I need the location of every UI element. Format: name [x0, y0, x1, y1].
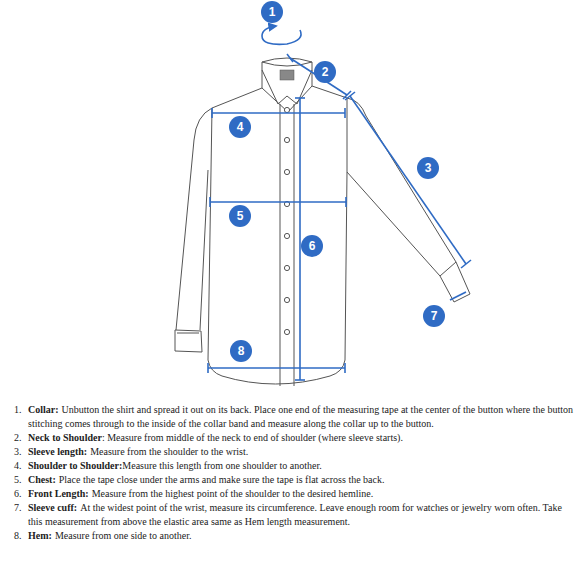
item-text: Sleeve length:Measure from the shoulder … — [28, 445, 574, 459]
callout-circle: 4 — [229, 116, 251, 138]
item-number: 2. — [14, 431, 28, 445]
item-description: Measure from one side to another. — [55, 530, 192, 541]
item-number: 3. — [14, 445, 28, 459]
item-description: : Measure from middle of the neck to end… — [102, 432, 403, 443]
callout-circle: 3 — [417, 157, 439, 179]
item-term: Sleeve cuff: — [28, 502, 77, 513]
item-number: 6. — [14, 487, 28, 501]
shirt-button — [284, 329, 289, 334]
callout-number: 8 — [238, 344, 245, 358]
item-term: Shoulder to Shoulder: — [28, 460, 122, 471]
item-term: Hem: — [28, 530, 52, 541]
callout-circle: 2 — [314, 61, 336, 83]
callout-number: 3 — [425, 161, 432, 175]
item-description: Measure this length from one shoulder to… — [122, 460, 321, 471]
item-number: 5. — [14, 473, 28, 487]
shirt-button — [284, 107, 289, 112]
item-text: Front Length:Measure from the highest po… — [28, 487, 574, 501]
callout-number: 6 — [309, 239, 316, 253]
shirt-button — [284, 137, 289, 142]
shirt-button — [284, 297, 289, 302]
item-description: At the widest point of the wrist, measur… — [28, 502, 562, 527]
callout-circle: 6 — [301, 235, 323, 257]
item-term: Collar: — [28, 404, 59, 415]
item-number: 7. — [14, 501, 28, 529]
callout-circle: 7 — [423, 305, 445, 327]
list-item: 1.Collar:Unbutton the shirt and spread i… — [14, 403, 574, 431]
item-term: Neck to Shoulder — [28, 432, 102, 443]
shirt-button — [284, 233, 289, 238]
callout-circle: 5 — [229, 205, 251, 227]
item-term: Front Length: — [28, 488, 89, 499]
shirt-illustration — [0, 0, 580, 400]
list-item: 6.Front Length:Measure from the highest … — [14, 487, 574, 501]
item-term: Sleeve length: — [28, 446, 87, 457]
shirt-button — [284, 265, 289, 270]
item-term: Chest: — [28, 474, 56, 485]
item-text: Shoulder to Shoulder:Measure this length… — [28, 459, 574, 473]
shirt-button — [284, 169, 289, 174]
callout-number: 4 — [237, 120, 244, 134]
callout-number: 5 — [237, 209, 244, 223]
item-text: Sleeve cuff:At the widest point of the w… — [28, 501, 574, 529]
list-item: 8.Hem:Measure from one side to another. — [14, 529, 574, 543]
list-item: 3.Sleeve length:Measure from the shoulde… — [14, 445, 574, 459]
item-number: 1. — [14, 403, 28, 431]
callout-number: 2 — [322, 65, 329, 79]
measurement-list: 1.Collar:Unbutton the shirt and spread i… — [14, 403, 574, 543]
callout-circle: 1 — [261, 1, 283, 23]
item-description: Measure from the highest point of the sh… — [92, 488, 374, 499]
list-item: 4.Shoulder to Shoulder:Measure this leng… — [14, 459, 574, 473]
item-text: Neck to Shoulder: Measure from middle of… — [28, 431, 574, 445]
item-description: Unbutton the shirt and spread it out on … — [28, 404, 573, 429]
item-text: Chest:Place the tape close under the arm… — [28, 473, 574, 487]
list-item: 2.Neck to Shoulder: Measure from middle … — [14, 431, 574, 445]
callout-number: 7 — [431, 309, 438, 323]
item-text: Hem:Measure from one side to another. — [28, 529, 574, 543]
item-description: Measure from the shoulder to the wrist. — [90, 446, 248, 457]
list-item: 5.Chest:Place the tape close under the a… — [14, 473, 574, 487]
item-text: Collar:Unbutton the shirt and spread it … — [28, 403, 574, 431]
item-number: 8. — [14, 529, 28, 543]
callout-circle: 8 — [230, 340, 252, 362]
list-item: 7.Sleeve cuff:At the widest point of the… — [14, 501, 574, 529]
callout-number: 1 — [269, 5, 276, 19]
item-description: Place the tape close under the arms and … — [59, 474, 385, 485]
item-number: 4. — [14, 459, 28, 473]
